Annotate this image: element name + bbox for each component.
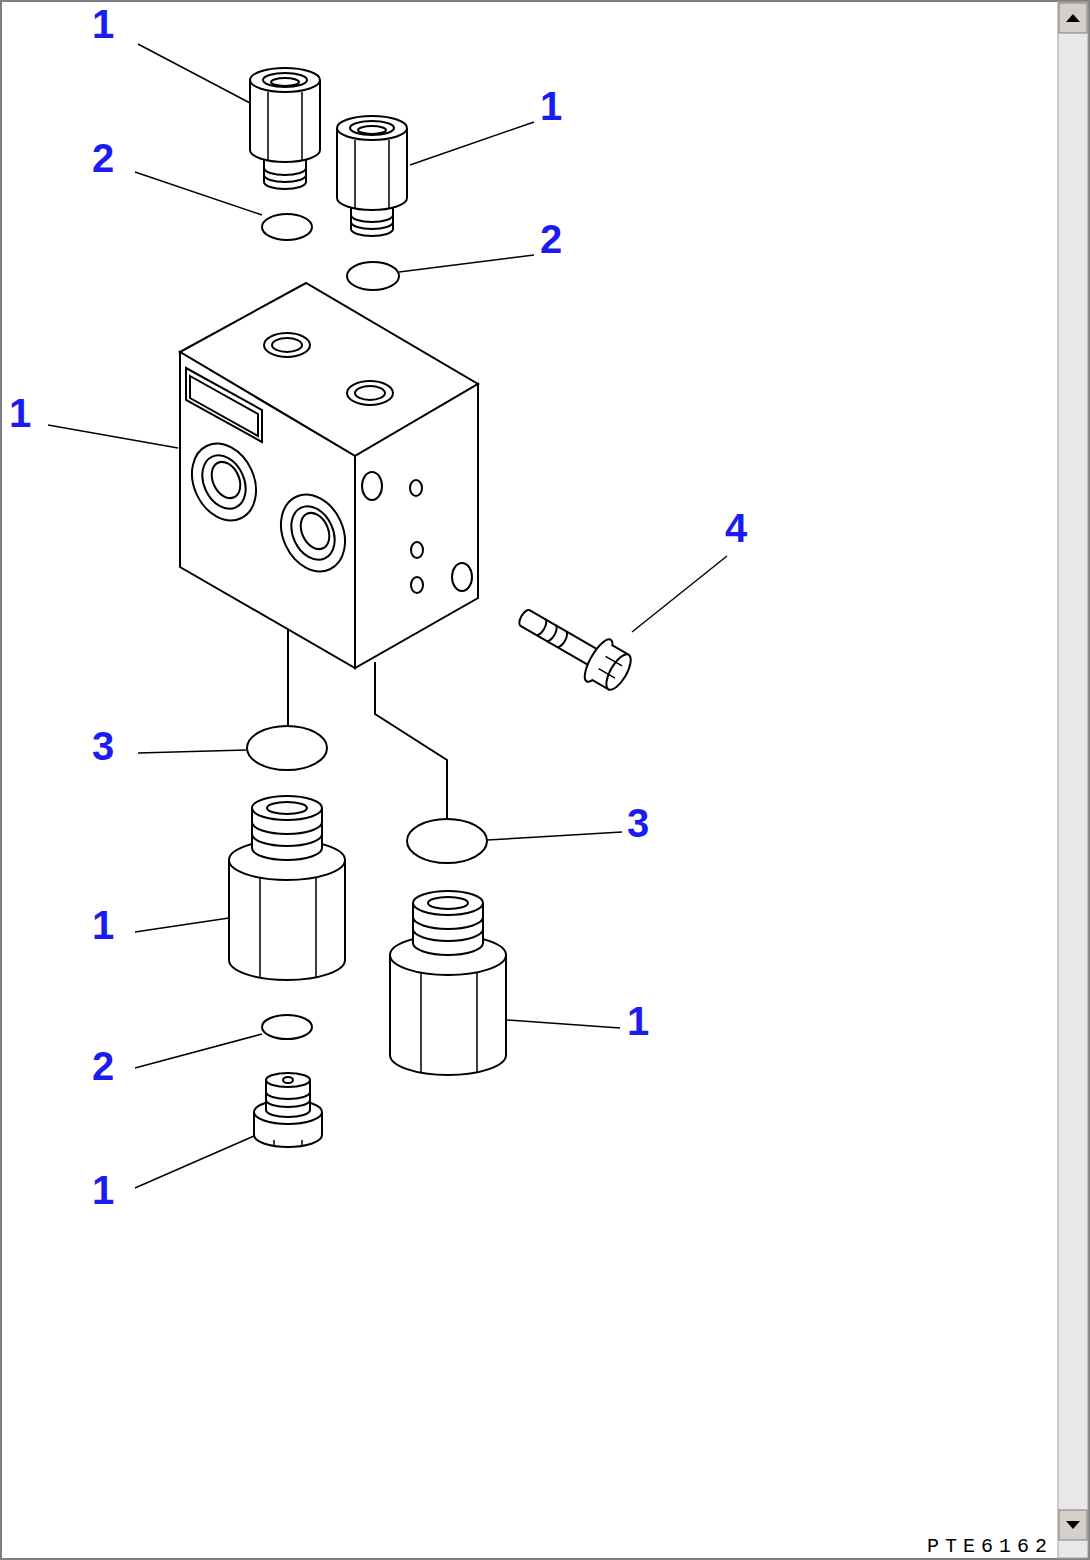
leader-line [48, 44, 727, 1188]
callout-number: 1 [92, 4, 114, 44]
callout-number: 1 [627, 1001, 649, 1041]
o-ring [262, 1015, 312, 1039]
drawing-code: PTE6162 [927, 1537, 1053, 1557]
fitting [250, 68, 320, 189]
callout-number: 2 [540, 219, 562, 259]
callout-number: 4 [725, 508, 747, 548]
plug [254, 1073, 322, 1147]
o-ring [407, 819, 487, 863]
o-ring [347, 262, 399, 290]
bolt [510, 595, 638, 697]
callout-number: 3 [92, 726, 114, 766]
callout-number: 1 [92, 905, 114, 945]
o-ring [247, 726, 327, 770]
callout-number: 1 [92, 1170, 114, 1210]
callout-number: 1 [540, 86, 562, 126]
fitting [390, 891, 506, 1075]
callout-number: 2 [92, 138, 114, 178]
assembly-line [287, 630, 289, 726]
valve-block [180, 283, 478, 668]
fitting [229, 796, 345, 980]
assembly-line [375, 662, 447, 819]
o-ring [262, 214, 312, 240]
fitting [337, 116, 407, 236]
scrollbar [1058, 2, 1088, 1558]
callout-number: 2 [92, 1046, 114, 1086]
callout-number: 1 [9, 393, 31, 433]
callout-number: 3 [627, 803, 649, 843]
